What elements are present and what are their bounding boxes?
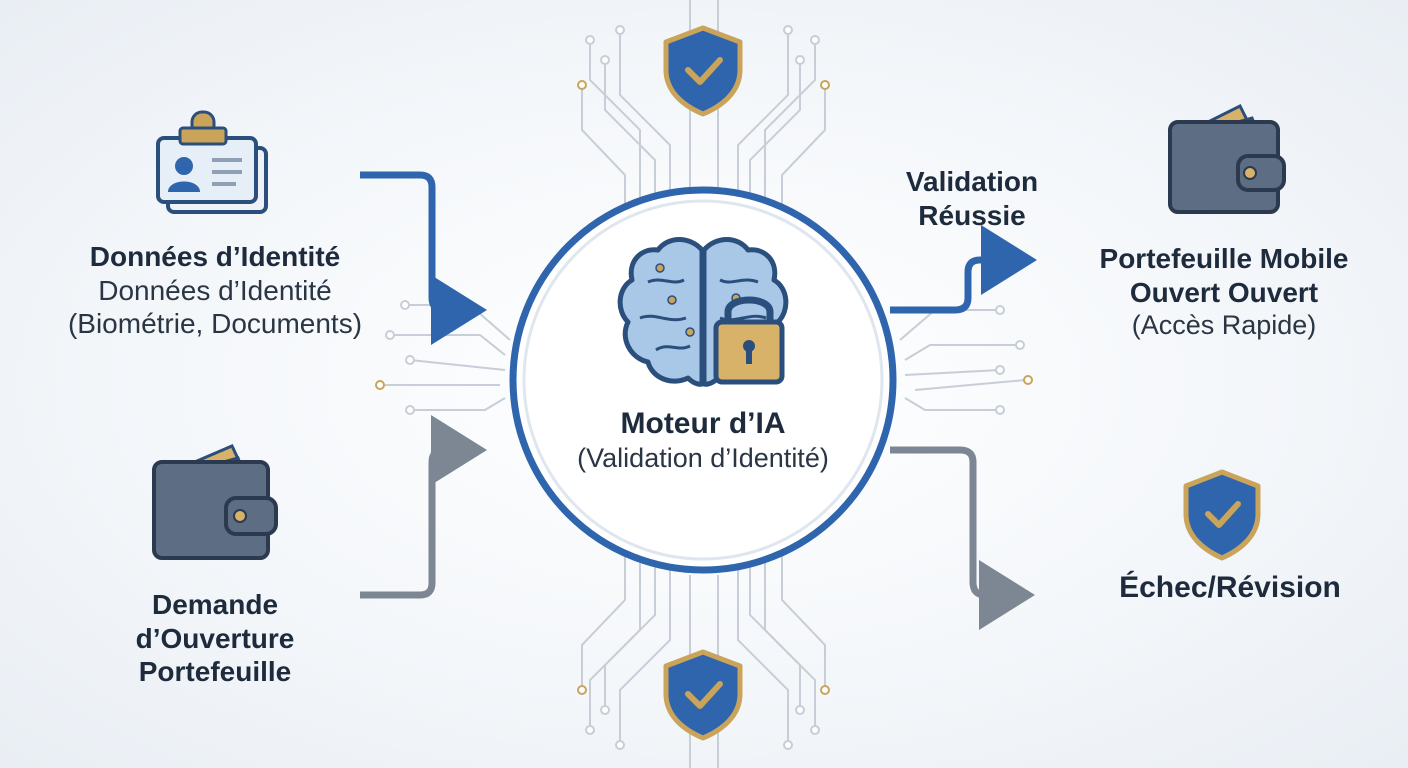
identity-detail: (Biométrie, Documents) [67,308,363,340]
circuit-traces-left [385,300,511,415]
identity-title: Données d’Identité [89,241,341,272]
engine-title: Moteur d’IA [620,407,786,440]
wallet-request-label: Demande d’Ouverture Portefeuille [90,588,340,689]
wallet-open-label: Portefeuille Mobile Ouvert Ouvert (Accès… [1060,242,1388,342]
engine-label: Moteur d’IA (Validation d’Identité) [513,406,893,474]
shield-check-icon-failure [1183,469,1261,561]
wallet-open-line2: Ouvert Ouvert [1129,276,1319,308]
circuit-node [820,80,830,90]
id-card-icon [156,110,268,214]
success-label: Validation Réussie [872,165,1072,232]
failure-text: Échec/Révision [1119,571,1341,604]
wallet-request-line3: Portefeuille [138,656,292,688]
wallet-icon [152,444,278,560]
wallet-icon-output [1168,103,1286,214]
circuit-traces-right [899,305,1026,415]
wallet-open-line1: Portefeuille Mobile [1099,243,1349,274]
circuit-node [577,685,587,695]
wallet-request-line1: Demande [151,589,279,620]
identity-input-label: Données d’Identité Données d’Identité (B… [20,240,410,341]
circuit-node [1023,375,1033,385]
wallet-request-line2: d’Ouverture [135,622,295,654]
circuit-traces-bottom [581,550,826,768]
circuit-node [577,80,587,90]
engine-circle-inner-ring [522,199,884,561]
arrow-engine-to-wallet [890,225,1037,314]
circuit-traces-top [581,0,826,215]
shield-check-icon-bottom [663,649,743,741]
wallet-open-detail: (Accès Rapide) [1131,310,1317,341]
identity-subtitle: Données d’Identité [98,274,332,306]
success-line2: Réussie [918,199,1026,231]
circuit-node [375,380,385,390]
arrow-engine-to-failure [890,446,1035,630]
arrow-request-to-engine [360,415,487,599]
engine-subtitle: (Validation d’Identité) [577,443,829,473]
padlock-icon [713,296,785,385]
failure-label: Échec/Révision [1080,570,1380,606]
shield-check-icon-top [663,25,743,117]
success-line1: Validation [905,166,1039,197]
circuit-node [820,685,830,695]
arrow-identity-to-engine [360,171,487,345]
